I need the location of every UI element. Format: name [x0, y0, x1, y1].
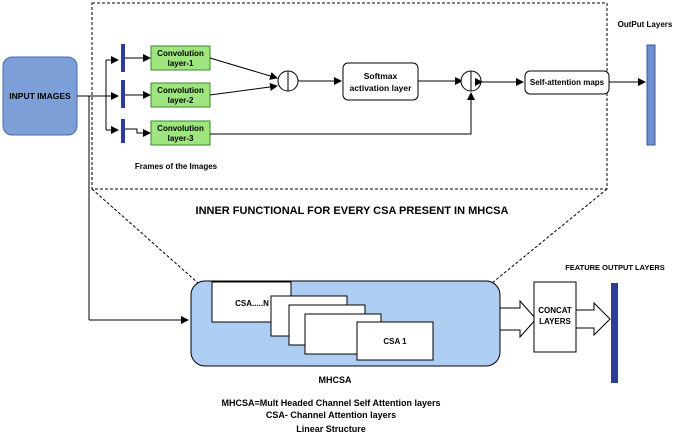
- conv-layer-2-label: Convolution: [157, 86, 204, 95]
- legend-line-3: Linear Structure: [296, 424, 366, 434]
- connector: [209, 82, 278, 96]
- zoom-line-left: [91, 188, 199, 284]
- connector: [125, 128, 151, 137]
- inner-detail-frame: [91, 2, 608, 190]
- conv-layer-2-label-2: layer-2: [168, 96, 194, 105]
- connector: [210, 92, 475, 135]
- conv-layer-1-label: Convolution: [157, 49, 204, 58]
- conv-layer-2: [150, 82, 211, 108]
- csa-card-1: [356, 321, 434, 361]
- mhcsa-label: MHCSA: [319, 375, 352, 385]
- output-layers-bar: [646, 44, 656, 146]
- conv-layer-3-label: Convolution: [157, 124, 204, 133]
- conv-layer-3-label-2: layer-3: [168, 134, 194, 143]
- legend-line-2: CSA- Channel Attention layers: [266, 410, 396, 420]
- conv-layer-3: [150, 120, 211, 146]
- conv-layer-1: [150, 45, 211, 71]
- connector: [209, 57, 278, 80]
- csa-1-label: CSA 1: [383, 337, 407, 346]
- flow-arrow-mhcsa-to-concat: [499, 299, 537, 339]
- concat-label-2: LAYERS: [539, 317, 571, 326]
- input-images-label: INPUT IMAGES: [9, 91, 71, 101]
- conv-layer-1-label-2: layer-1: [168, 59, 194, 68]
- frame-bar-3: [121, 119, 125, 143]
- inner-functional-title: INNER FUNCTIONAL FOR EVERY CSA PRESENT I…: [196, 205, 509, 217]
- feature-output-label: FEATURE OUTPUT LAYERS: [565, 263, 665, 272]
- softmax-label: Softmax: [364, 71, 398, 81]
- csa-n-label: CSA.....N: [235, 299, 269, 308]
- self-attention-maps-label: Self-attention maps: [530, 78, 605, 87]
- frame-bar-2: [121, 80, 125, 108]
- frames-caption: Frames of the Images: [135, 162, 218, 171]
- concat-label: CONCAT: [538, 306, 572, 315]
- softmax-label-2: activation layer: [350, 83, 413, 93]
- flow-arrow-concat-to-output: [575, 301, 611, 337]
- sum-junction-2: [460, 70, 482, 92]
- frame-bar-1: [121, 44, 125, 72]
- legend-line-1: MHCSA=Mult Headed Channel Self Attention…: [222, 398, 441, 408]
- output-layers-label: OutPut Layers: [618, 20, 673, 29]
- sum-junction-1: [277, 70, 299, 92]
- feature-output-bar: [611, 283, 618, 383]
- softmax-activation-box: [342, 62, 419, 101]
